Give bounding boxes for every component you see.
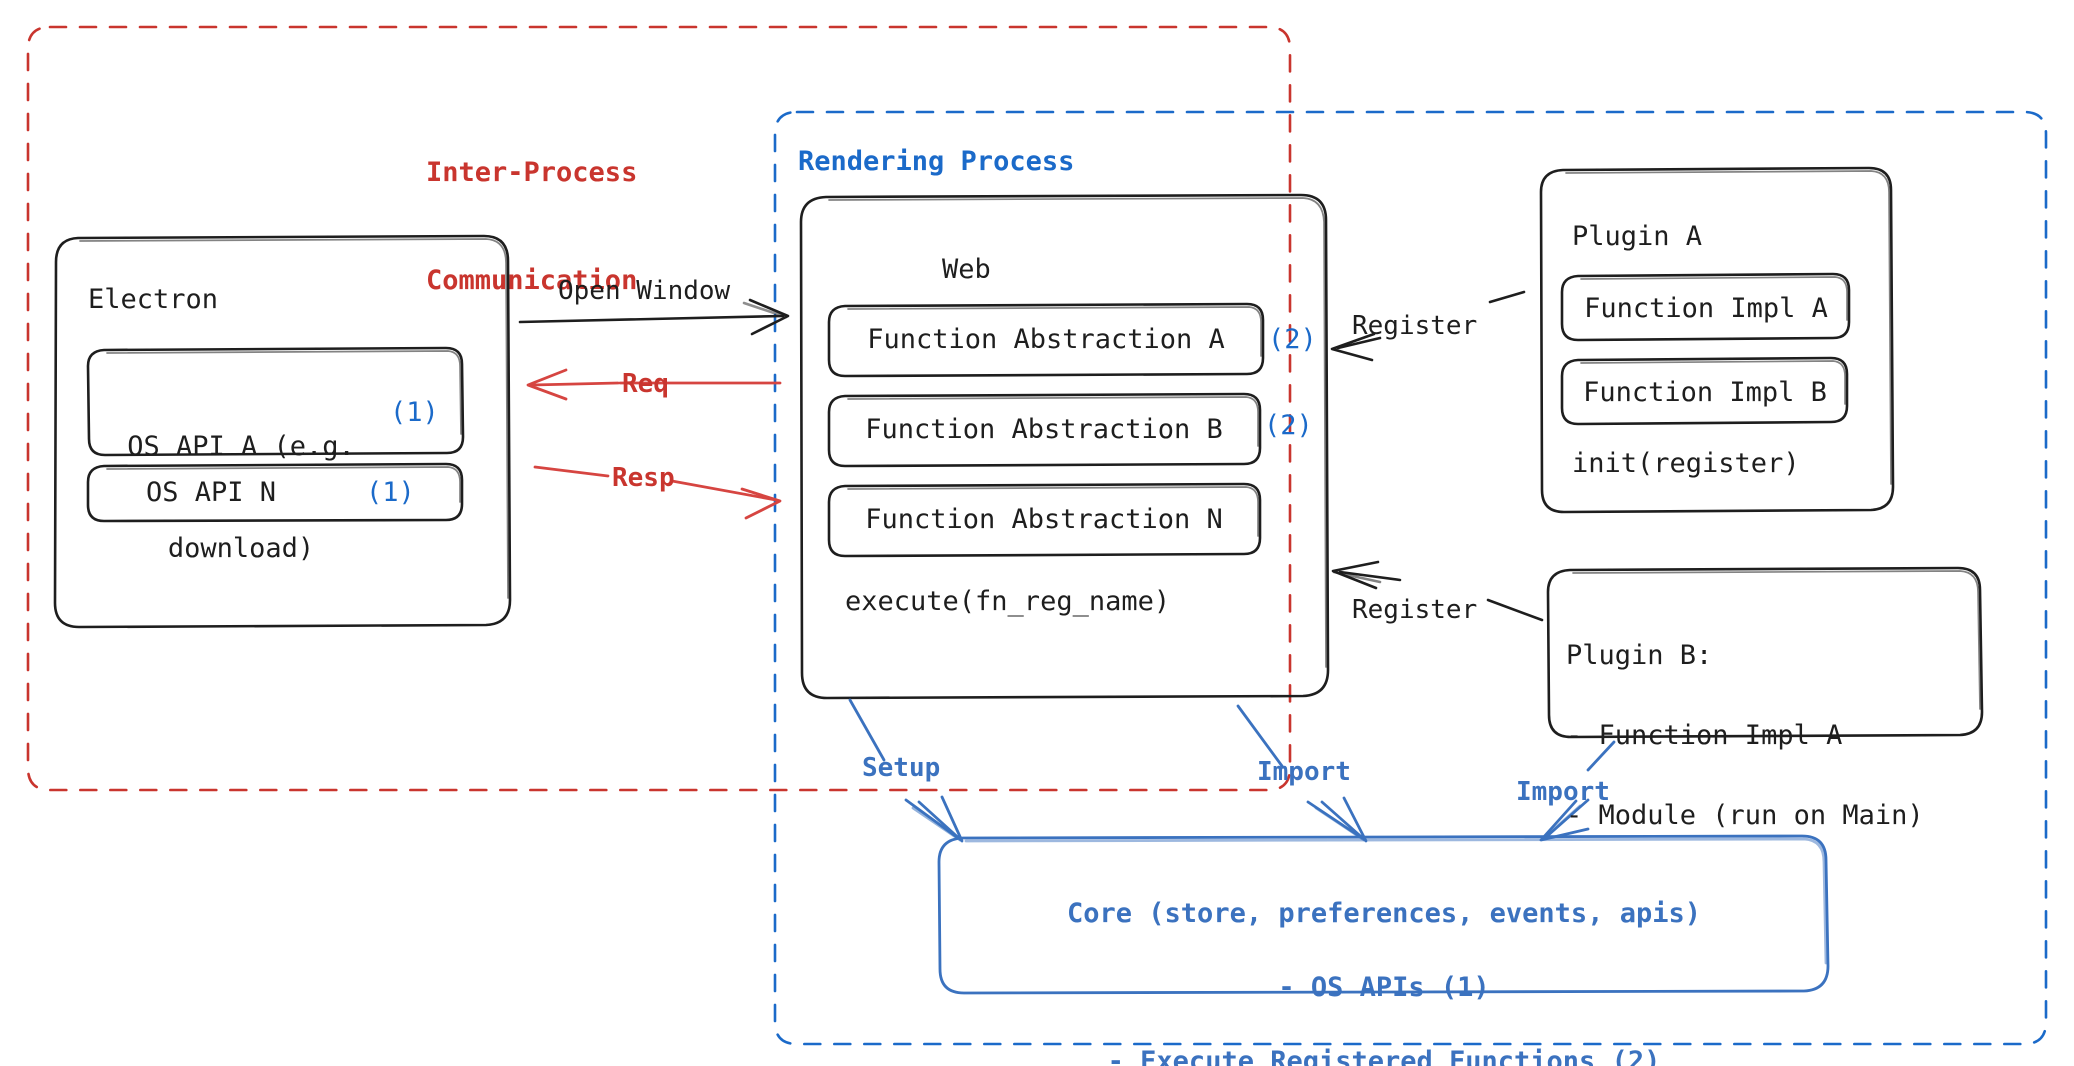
plugin-a-title: Plugin A <box>1572 221 1703 252</box>
plugin-b-line-1: Plugin B: <box>1566 640 1713 671</box>
web-title: Web <box>942 254 991 285</box>
edge-label-open-window: Open Window <box>558 276 731 306</box>
region-label-ipc-line1: Inter-Process <box>426 157 638 188</box>
web-footer: execute(fn_reg_name) <box>845 586 1171 617</box>
plugin-b-line-2: - Function Impl A <box>1566 720 1843 751</box>
region-label-rendering: Rendering Process <box>798 146 1075 177</box>
edge-label-register-a: Register <box>1352 311 1478 341</box>
core-line-2: - OS APIs (1) <box>1278 972 1490 1003</box>
edge-label-setup: Setup <box>862 753 941 783</box>
plugin-b-content: Plugin B: - Function Impl A - Module (ru… <box>1566 597 1924 875</box>
core-line-1: Core (store, preferences, events, apis) <box>1067 898 1701 929</box>
core-line-3: - Execute Registered Functions (2) <box>1107 1046 1661 1066</box>
fn-abstraction-b-label: Function Abstraction B <box>865 414 1223 445</box>
core-content: Core (store, preferences, events, apis) … <box>941 858 1827 1066</box>
fn-abstraction-a-label: Function Abstraction A <box>867 324 1225 355</box>
fn-impl-a-label: Function Impl A <box>1584 293 1828 324</box>
region-label-ipc: Inter-Process Communication <box>426 83 637 371</box>
fn-abstraction-b-marker: (2) <box>1264 410 1313 441</box>
fn-impl-b-label: Function Impl B <box>1583 377 1827 408</box>
plugin-b-line-3: - Module (run on Main) <box>1566 800 1924 831</box>
os-api-n-label: OS API N <box>145 477 277 508</box>
plugin-a-footer: init(register) <box>1572 448 1800 479</box>
os-api-a-marker: (1) <box>390 397 439 428</box>
os-api-a-label-line1: OS API A (e.g. <box>127 431 355 462</box>
os-api-n-marker: (1) <box>366 477 415 508</box>
fn-abstraction-n-label: Function Abstraction N <box>865 504 1223 535</box>
os-api-a-label: OS API A (e.g. download) <box>96 362 386 634</box>
fn-abstraction-a-marker: (2) <box>1268 324 1317 355</box>
edge-label-req: Req <box>622 369 669 399</box>
edge-label-import-web: Import <box>1257 757 1351 787</box>
electron-title: Electron <box>88 284 219 315</box>
edge-label-register-b: Register <box>1352 595 1478 625</box>
edge-label-resp: Resp <box>612 463 675 493</box>
os-api-a-label-line2: download) <box>167 533 315 564</box>
region-label-ipc-line2: Communication <box>426 265 638 296</box>
edge-label-import-plugin: Import <box>1516 777 1610 807</box>
